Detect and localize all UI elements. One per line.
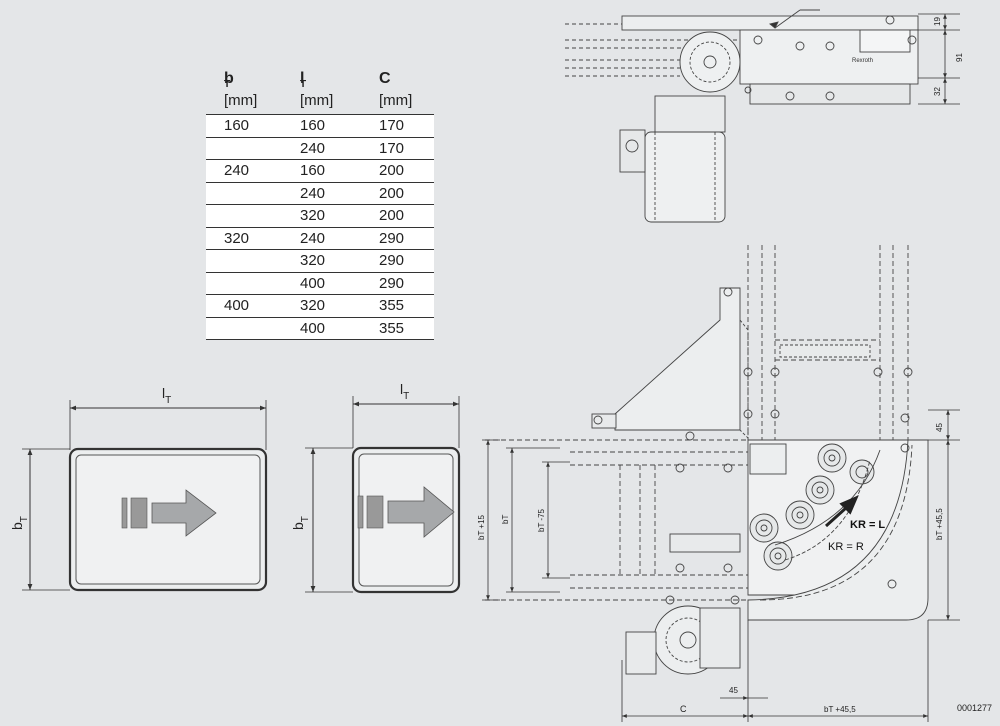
kr-direction-arrow-icon xyxy=(824,495,859,528)
header-bt-unit: [mm] xyxy=(224,92,258,109)
dim-91: 91 xyxy=(955,53,964,62)
dim-bt-455-bottom: bT +45,5 xyxy=(824,705,856,714)
header-c: C xyxy=(379,70,391,87)
mid-height-label: bT xyxy=(290,516,311,530)
dim-32: 32 xyxy=(933,87,942,96)
main-view-dims xyxy=(482,409,960,722)
kr-l-label: KR = L xyxy=(850,519,885,531)
left-height-label: bT xyxy=(9,516,30,530)
kr-r-label: KR = R xyxy=(828,541,864,553)
brand-label: Rexroth xyxy=(852,58,873,64)
top-view-dims xyxy=(918,13,960,105)
dim-19: 19 xyxy=(933,17,942,26)
left-carrier-diagram: lT bT xyxy=(9,385,268,592)
dim-c: C xyxy=(680,704,687,714)
header-c-unit: [mm] xyxy=(379,92,413,109)
dim-bt75: bT -75 xyxy=(537,508,546,532)
mid-direction-arrow-icon xyxy=(387,486,455,538)
left-direction-arrow-icon xyxy=(151,489,217,537)
main-plan-view xyxy=(485,245,929,675)
mid-carrier-diagram: lT bT xyxy=(290,381,461,594)
left-width-label: lT xyxy=(162,385,171,406)
dim-bt15: bT +15 xyxy=(477,514,486,540)
mid-width-label: lT xyxy=(400,381,409,402)
header-lt-unit: [mm] xyxy=(300,92,334,109)
dim-bt: bT xyxy=(501,515,510,524)
dim-45-bottom: 45 xyxy=(729,686,738,695)
top-side-view: Rexroth xyxy=(565,9,919,223)
dim-bt-455-right: bT +45,5 xyxy=(935,508,944,540)
dim-45-right: 45 xyxy=(935,423,944,432)
figure-id: 0001277 xyxy=(957,703,992,713)
